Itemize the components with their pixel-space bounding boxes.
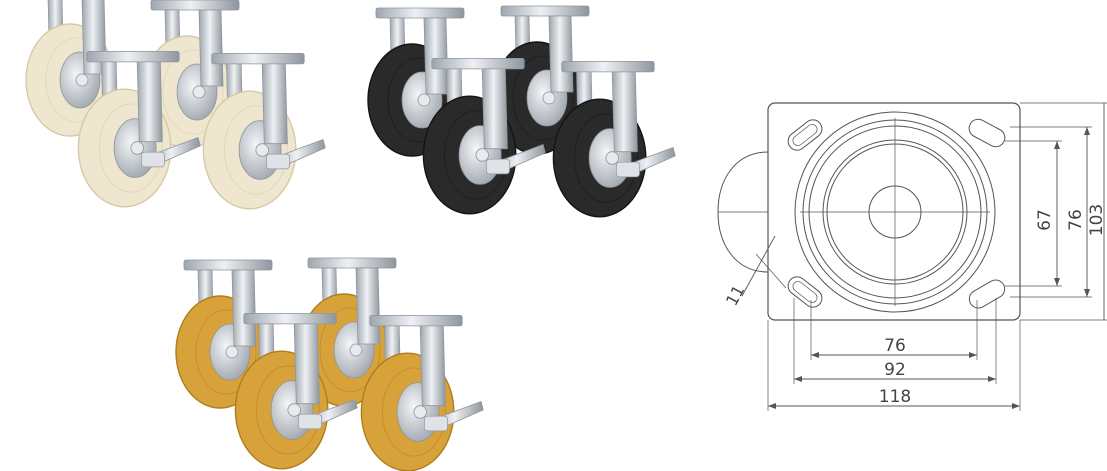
caster-fork-front (355, 267, 381, 345)
caster-axle-nut (130, 141, 144, 155)
caster-wheel-icon (367, 7, 465, 157)
caster-wheel-icon (552, 61, 676, 218)
dim-label-inner-height: 67 (1035, 209, 1055, 231)
caster-wheel-rim (162, 49, 224, 135)
amber-caster-group (175, 257, 484, 471)
caster-wheel-icon (175, 259, 273, 409)
hole-leader-tick (755, 253, 787, 289)
caster-fork-front (548, 15, 574, 93)
caster-wheel-rim (574, 113, 638, 203)
caster-top-plate (86, 51, 180, 63)
caster-fork-front (261, 63, 288, 145)
bearing-ring-outer (794, 111, 996, 313)
caster-brake-lock (424, 415, 448, 432)
caster-brake-lock (141, 151, 165, 168)
dim-label-plate-height: 103 (1087, 204, 1107, 236)
caster-top-plate (150, 0, 240, 11)
mounting-slot-bottom-right (968, 279, 1006, 309)
caster-fork-front (231, 269, 257, 347)
caster-wheel-rim (512, 55, 574, 141)
caster-axle-nut (192, 85, 206, 99)
caster-wheel-rim (223, 105, 288, 195)
caster-axle-nut (225, 345, 239, 359)
caster-top-plate (500, 5, 590, 17)
caster-top-plate (183, 259, 273, 271)
caster-top-plate (561, 61, 655, 73)
caster-wheel-rim (195, 309, 257, 395)
caster-fork-front (423, 17, 449, 95)
caster-top-plate (211, 53, 305, 65)
caster-axle-nut (413, 405, 427, 419)
caster-wheel-rim (319, 307, 381, 393)
caster-top-plate (431, 58, 525, 70)
caster-wheel-icon (202, 53, 326, 210)
dim-label-plate-width: 118 (879, 387, 911, 407)
caster-top-plate (375, 7, 465, 19)
caster-wheel-icon (77, 51, 201, 208)
caster-brake-lock (616, 161, 640, 178)
black-caster-group (367, 5, 676, 218)
caster-fork-front (611, 71, 638, 153)
caster-fork-front (136, 61, 163, 143)
caster-axle-nut (542, 91, 556, 105)
mounting-slot-bottom-left (787, 276, 823, 308)
top-plate-technical-drawing (717, 102, 1107, 411)
caster-wheel-rim (381, 367, 446, 457)
caster-wheel-rim (98, 103, 163, 193)
caster-axle-nut (417, 93, 431, 107)
caster-axle-nut (605, 151, 619, 165)
caster-axle-nut (349, 343, 363, 357)
caster-wheel-icon (360, 314, 484, 471)
caster-top-plate (307, 257, 397, 269)
mounting-slot-top-right (968, 118, 1006, 148)
dim-label-outer-width: 92 (884, 360, 906, 380)
caster-axle-nut (287, 403, 301, 417)
caster-fork-front (419, 325, 446, 407)
dim-label-hole: 11 (722, 282, 748, 309)
caster-wheel-rim (443, 110, 508, 200)
mounting-slot-top-left (787, 119, 823, 151)
hole-leader-line (741, 235, 776, 297)
dim-label-inner-width: 76 (884, 336, 906, 356)
mounting-plate-outline (767, 102, 1021, 321)
caster-wheel-rim (255, 365, 320, 455)
caster-fork-front (198, 9, 224, 87)
caster-brake-lock (266, 153, 290, 170)
cream-caster-group (25, 0, 326, 210)
caster-top-plate (243, 312, 337, 325)
caster-wheel-icon (299, 257, 397, 407)
caster-brake-lock (298, 413, 322, 430)
caster-fork-front (481, 68, 508, 150)
dim-label-outer-height: 76 (1066, 209, 1086, 231)
caster-fork-front (293, 323, 320, 405)
caster-axle-nut (75, 73, 89, 87)
dimension-arrowheads (768, 127, 1090, 409)
caster-top-plate (369, 314, 463, 327)
caster-axle-nut (255, 143, 269, 157)
caster-brake-lock (486, 158, 510, 175)
caster-wheel-icon (234, 312, 358, 470)
caster-axle-nut (475, 148, 489, 162)
caster-wheel-icon (422, 58, 546, 215)
